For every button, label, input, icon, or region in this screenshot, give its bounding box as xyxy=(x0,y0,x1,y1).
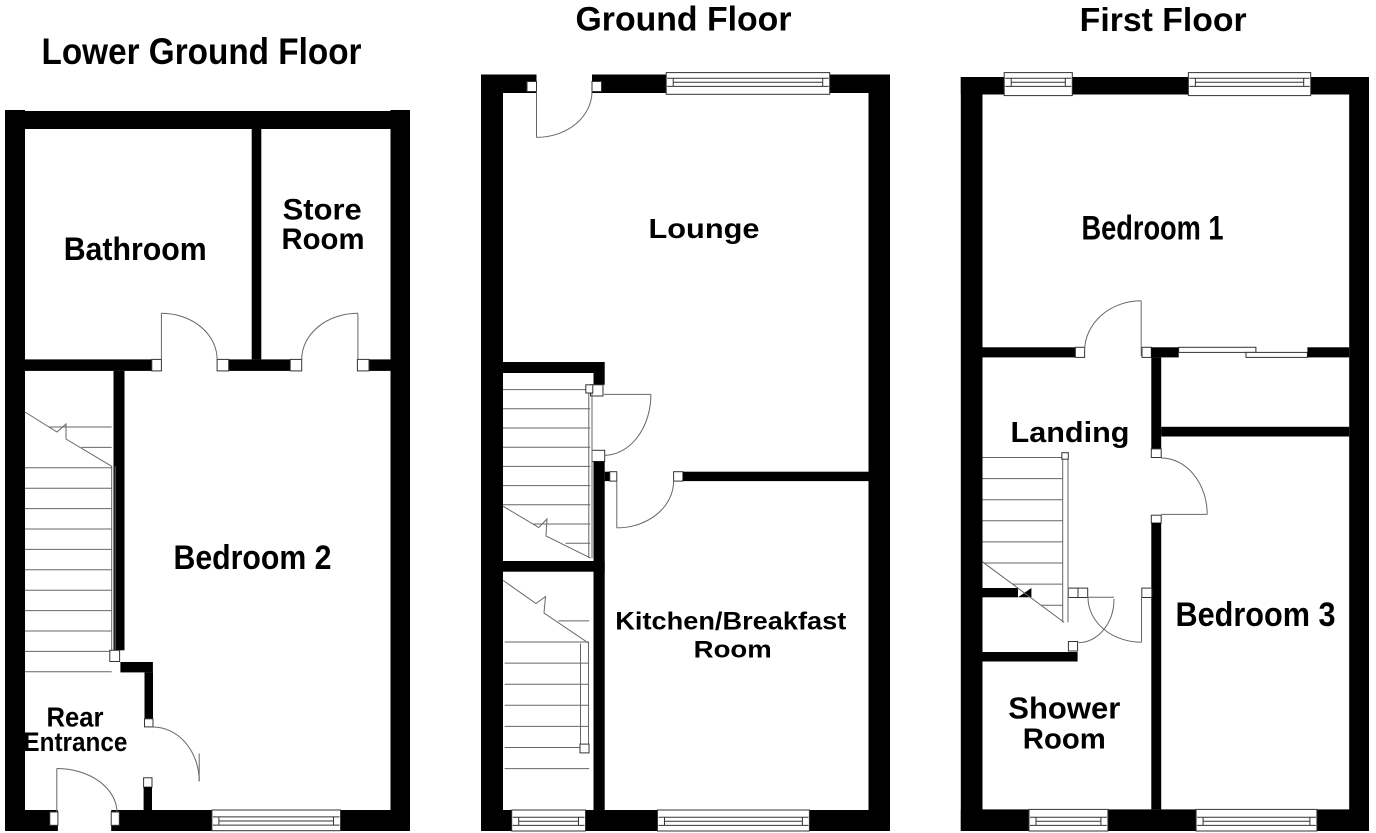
svg-text:First Floor: First Floor xyxy=(1080,2,1247,39)
svg-text:Lounge: Lounge xyxy=(649,213,760,244)
svg-text:Bathroom: Bathroom xyxy=(64,231,207,267)
svg-text:Bedroom 3: Bedroom 3 xyxy=(1176,596,1336,634)
svg-text:Lower Ground Floor: Lower Ground Floor xyxy=(42,30,362,72)
svg-text:Rear: Rear xyxy=(47,702,104,733)
svg-text:Room: Room xyxy=(282,223,365,256)
svg-text:Landing: Landing xyxy=(1011,417,1130,449)
svg-text:Bedroom 2: Bedroom 2 xyxy=(174,539,332,577)
svg-text:Room: Room xyxy=(1023,724,1106,756)
svg-text:Store: Store xyxy=(283,193,362,226)
svg-text:Kitchen/Breakfast: Kitchen/Breakfast xyxy=(615,607,847,635)
svg-text:Bedroom 1: Bedroom 1 xyxy=(1082,210,1224,248)
svg-text:Entrance: Entrance xyxy=(23,727,127,757)
svg-text:Room: Room xyxy=(694,636,772,663)
svg-text:Shower: Shower xyxy=(1008,691,1120,725)
svg-text:Ground Floor: Ground Floor xyxy=(576,1,792,39)
